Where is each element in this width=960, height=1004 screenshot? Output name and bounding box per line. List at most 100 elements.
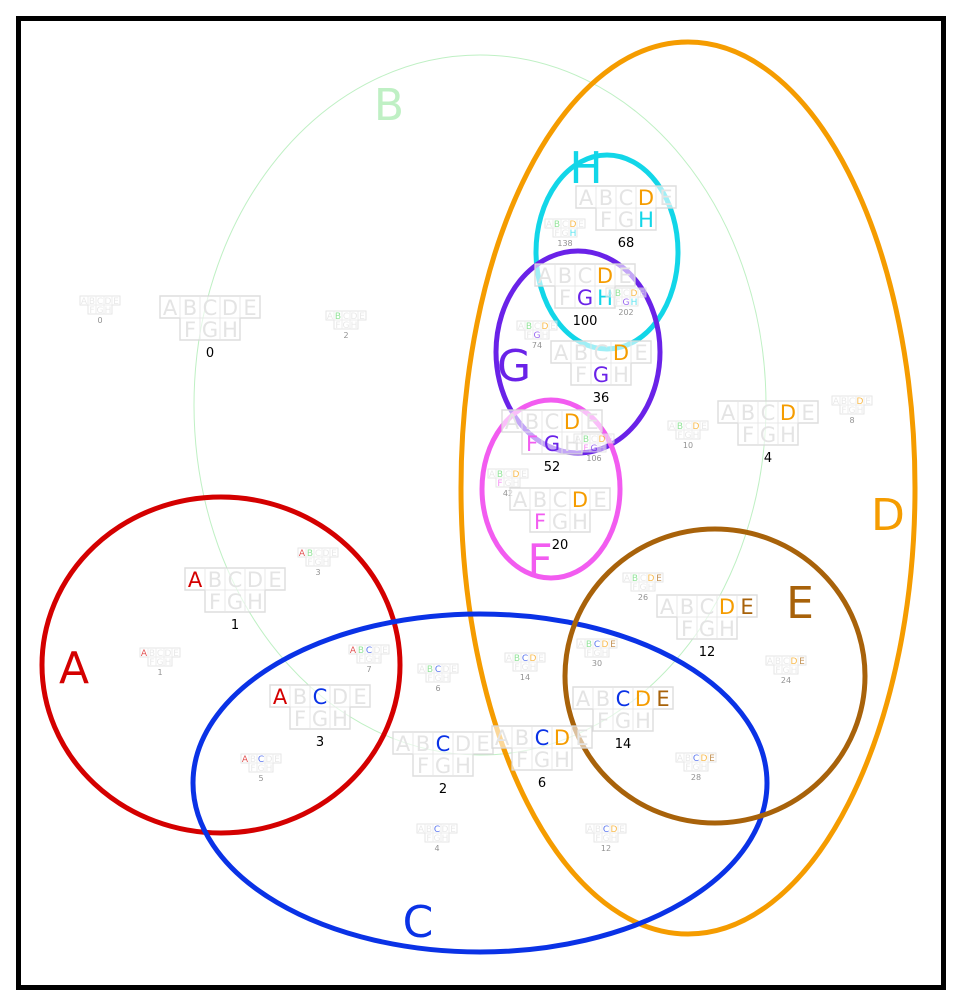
glyph-letter-g: G xyxy=(591,444,598,454)
glyph-letter-a: A xyxy=(607,289,614,299)
region-count: 10 xyxy=(683,441,693,450)
glyph-letter-h: H xyxy=(693,431,700,441)
glyph-cell xyxy=(569,509,591,533)
glyph-letter-g: G xyxy=(685,431,692,441)
region-count: 20 xyxy=(552,538,569,553)
glyph-letter-a: A xyxy=(513,488,528,512)
glyph-letter-g: G xyxy=(505,479,512,489)
glyph-letter-b: B xyxy=(596,687,610,711)
glyph-letter-f: F xyxy=(595,834,600,844)
region-count: 14 xyxy=(520,673,530,682)
glyph-letter-b: B xyxy=(427,665,433,675)
glyph-letter-c: C xyxy=(591,435,597,445)
glyph-letter-a: A xyxy=(327,312,334,322)
glyph-letter-c: C xyxy=(783,657,789,667)
glyph-letter-c: C xyxy=(313,685,328,709)
glyph-letter-a: A xyxy=(587,825,594,835)
region-count: 36 xyxy=(593,391,610,406)
glyph-cell xyxy=(244,589,266,613)
glyph-letter-e: E xyxy=(331,549,337,559)
set-shapes xyxy=(39,39,918,955)
set-b-outline xyxy=(193,54,767,756)
glyph-letter-f: F xyxy=(516,748,528,772)
set-label-a: A xyxy=(59,643,89,694)
glyph-cell xyxy=(349,319,359,330)
glyph-letter-h: H xyxy=(602,649,609,659)
glyph-letter-f: F xyxy=(583,444,588,454)
glyph-letter-e: E xyxy=(607,435,613,445)
glyph-letter-h: H xyxy=(791,666,798,676)
glyph-cell xyxy=(357,310,367,321)
glyph-cell xyxy=(630,340,652,364)
glyph-letter-e: E xyxy=(451,665,457,675)
glyph-letter-a: A xyxy=(575,435,582,445)
set-label-c: C xyxy=(403,897,434,948)
glyph-letter-h: H xyxy=(570,229,577,239)
glyph-cell xyxy=(239,295,261,319)
glyph-letter-a: A xyxy=(141,649,148,659)
glyph-letter-b: B xyxy=(685,754,691,764)
glyph-letter-d: D xyxy=(701,754,708,764)
glyph-cell xyxy=(609,832,619,843)
glyph-letter-h: H xyxy=(780,423,796,447)
glyph-letter-f: F xyxy=(534,510,546,534)
glyph-letter-e: E xyxy=(701,422,707,432)
glyph-letter-d: D xyxy=(570,220,577,230)
glyph-letter-e: E xyxy=(619,825,625,835)
glyph-letter-b: B xyxy=(741,401,755,425)
glyph-letter-c: C xyxy=(157,649,163,659)
glyph-letter-g: G xyxy=(227,590,243,614)
glyph-cell xyxy=(581,409,603,433)
set-label-b: B xyxy=(374,80,404,131)
set-a-outline xyxy=(39,494,403,836)
glyph-letter-c: C xyxy=(535,726,550,750)
glyph-letter-e: E xyxy=(173,649,179,659)
glyph-letter-d: D xyxy=(635,687,651,711)
glyph-letter-e: E xyxy=(610,640,616,650)
glyph-letter-a: A xyxy=(518,322,525,332)
glyph-letter-f: F xyxy=(681,617,693,641)
glyph-letter-d: D xyxy=(374,646,381,656)
glyph-letter-e: E xyxy=(243,296,256,320)
region-count: 7 xyxy=(366,665,371,674)
region-count: 2 xyxy=(439,782,447,797)
glyph-letter-b: B xyxy=(183,296,197,320)
glyph-letter-b: B xyxy=(574,341,588,365)
glyph-letter-d: D xyxy=(613,341,629,365)
glyph-letter-a: A xyxy=(242,755,249,765)
glyph-letter-e: E xyxy=(578,220,584,230)
glyph-letter-d: D xyxy=(791,657,798,667)
region-count: 5 xyxy=(258,774,263,783)
glyph-letter-c: C xyxy=(700,595,715,619)
glyph-letter-d: D xyxy=(513,470,520,480)
glyph-letter-a: A xyxy=(546,220,553,230)
glyph-letter-h: H xyxy=(266,764,273,774)
glyph-letter-c: C xyxy=(434,825,440,835)
glyph-letter-d: D xyxy=(332,685,348,709)
glyph-cell xyxy=(219,317,241,341)
glyph-letter-b: B xyxy=(677,422,683,432)
glyph-letter-f: F xyxy=(559,286,571,310)
glyph-letter-g: G xyxy=(593,363,609,387)
glyph-cell xyxy=(736,594,758,618)
glyph-letter-b: B xyxy=(426,825,432,835)
glyph-letter-f: F xyxy=(586,649,591,659)
region-count: 4 xyxy=(434,844,439,853)
glyph-letter-e: E xyxy=(538,654,544,664)
region-count: 6 xyxy=(538,776,546,791)
glyph-letter-h: H xyxy=(332,707,348,731)
glyph-cell xyxy=(548,320,558,331)
set-label-g: G xyxy=(497,341,531,392)
glyph-letter-e: E xyxy=(593,488,606,512)
region-count: 100 xyxy=(573,314,598,329)
glyph-letter-g: G xyxy=(623,298,630,308)
glyph-letter-g: G xyxy=(522,663,529,673)
glyph-letter-g: G xyxy=(534,748,550,772)
